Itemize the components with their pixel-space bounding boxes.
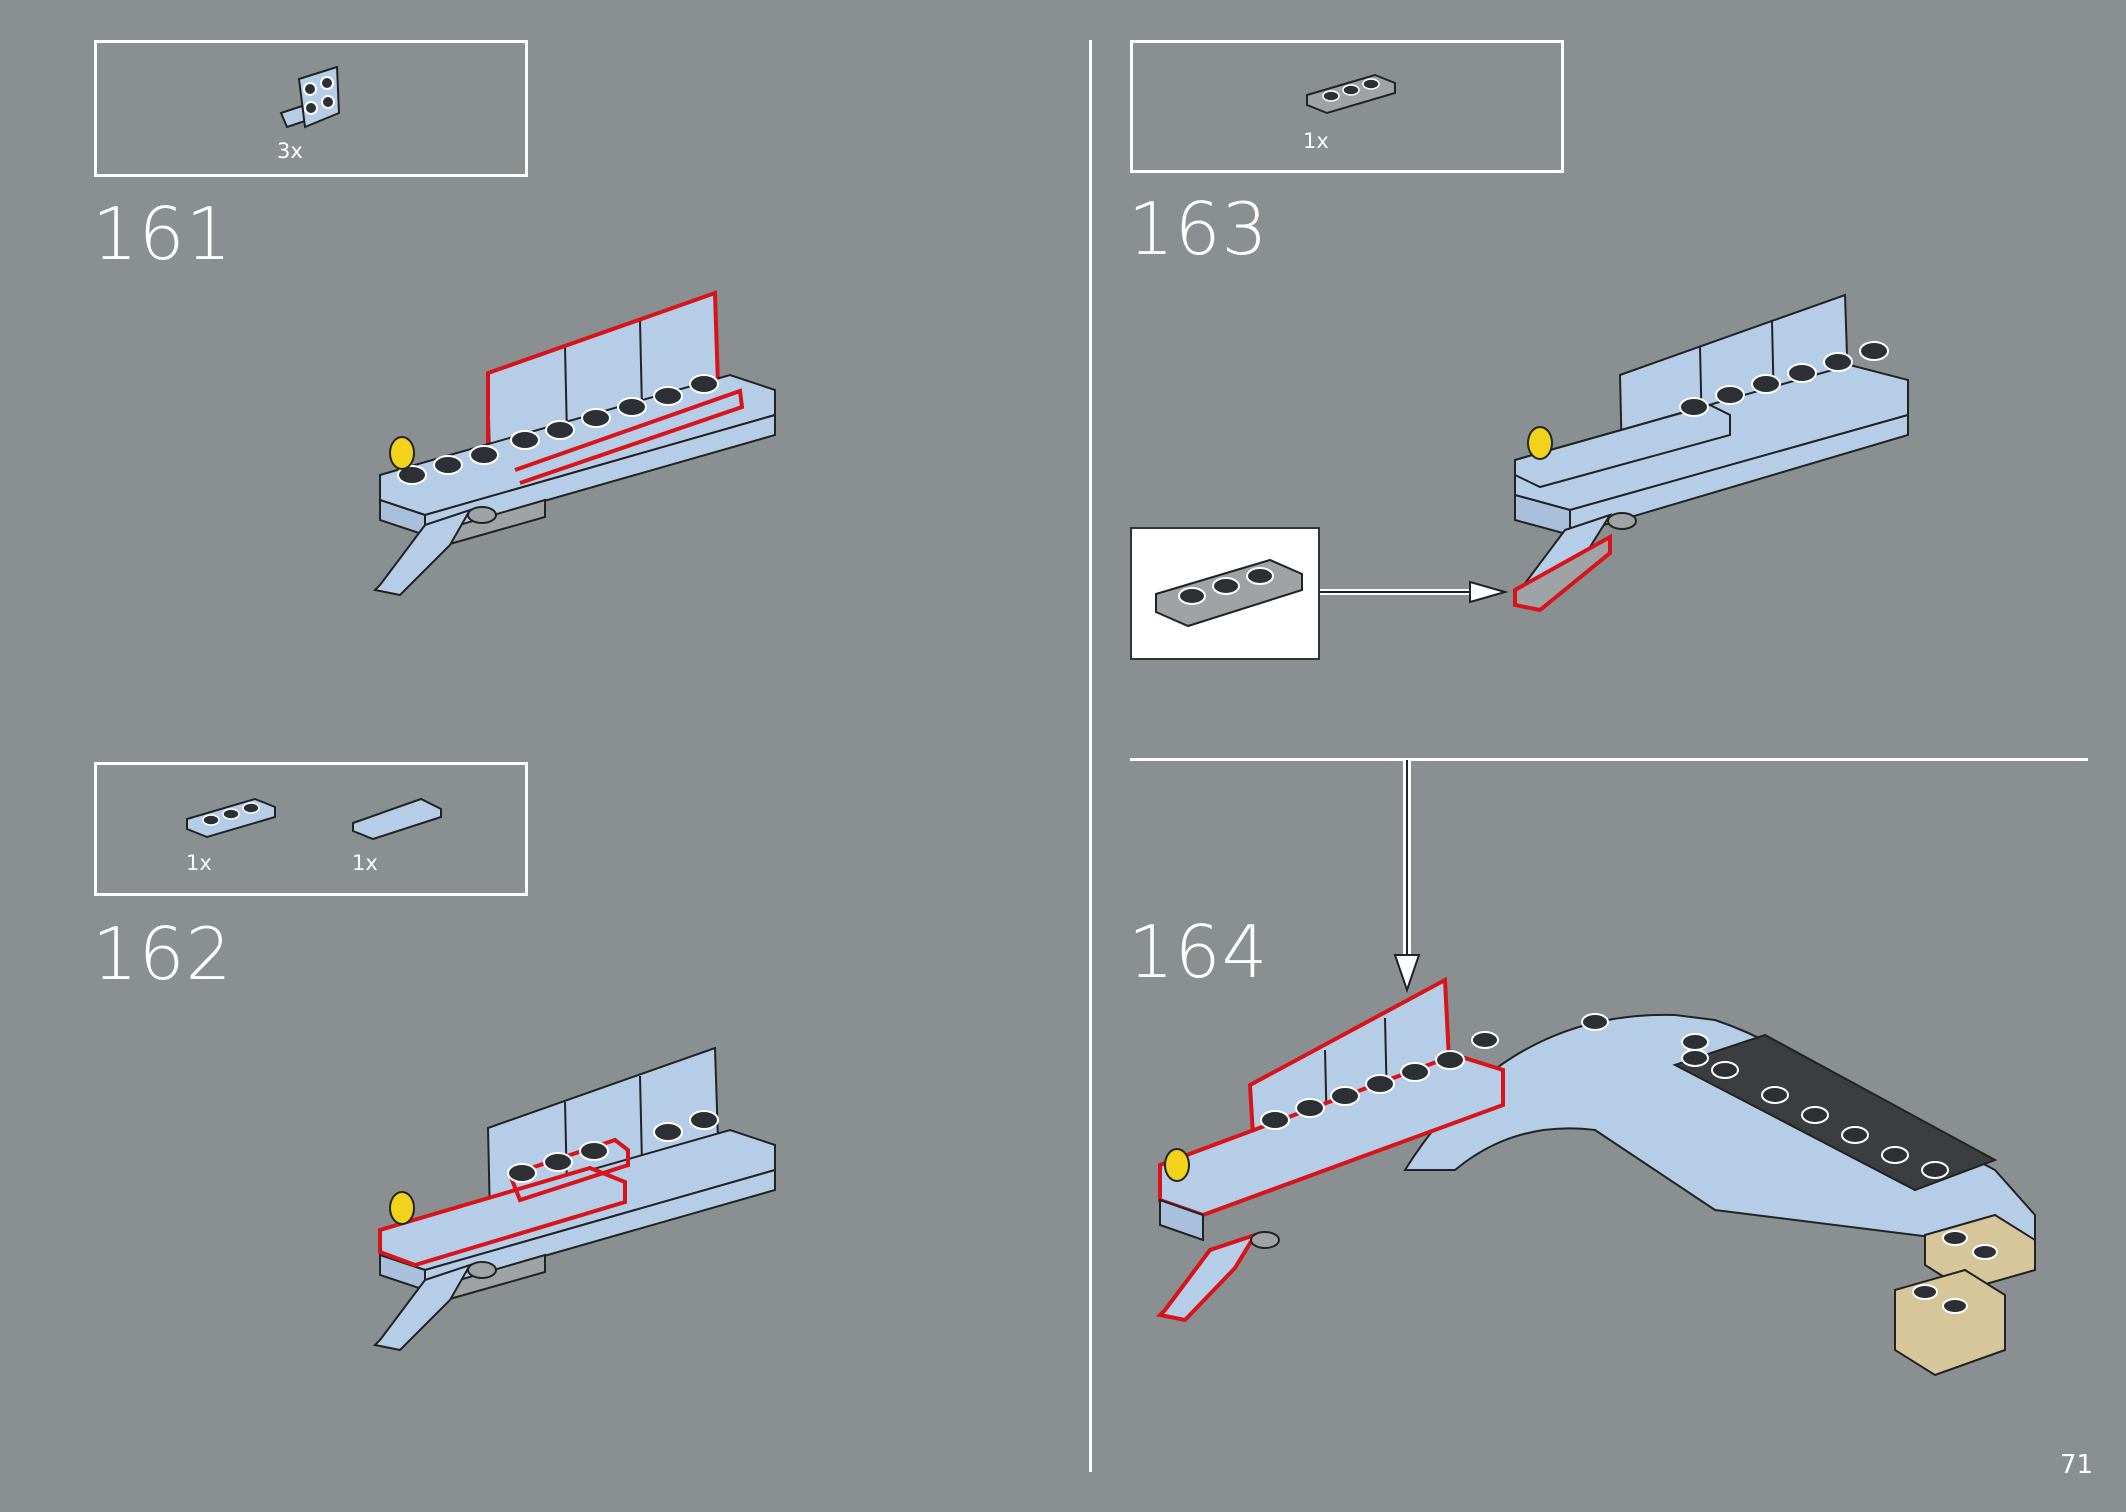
plate-1x3-gray-callout-icon bbox=[1155, 558, 1303, 628]
parts-box-step-162: 1x 1x bbox=[94, 762, 528, 896]
part-qty: 1x bbox=[352, 851, 378, 875]
bracket-2x2-part-icon bbox=[279, 65, 341, 129]
step-divider bbox=[1130, 758, 2088, 761]
tile-1x3-part-icon bbox=[352, 797, 442, 841]
plate-1x3-part-icon bbox=[186, 797, 276, 839]
page-number: 71 bbox=[2060, 1450, 2094, 1480]
parts-box-step-163: 1x bbox=[1130, 40, 1564, 173]
assembly-illustration-step-164 bbox=[1155, 976, 2036, 1377]
down-arrow bbox=[1393, 760, 1421, 994]
assembly-illustration-step-161 bbox=[372, 290, 776, 597]
assembly-illustration-step-162 bbox=[372, 1046, 776, 1352]
step-number-161: 161 bbox=[92, 192, 233, 276]
part-qty: 1x bbox=[186, 851, 212, 875]
callout-box-step-163 bbox=[1130, 527, 1320, 660]
parts-box-step-161: 3x bbox=[94, 40, 528, 177]
step-number-162: 162 bbox=[92, 912, 233, 996]
part-qty: 1x bbox=[1303, 129, 1329, 153]
callout-arrow bbox=[1320, 580, 1509, 604]
page-center-divider bbox=[1089, 40, 1092, 1472]
plate-1x3-gray-part-icon bbox=[1306, 73, 1396, 115]
step-number-163: 163 bbox=[1128, 187, 1269, 271]
step-number-164: 164 bbox=[1128, 910, 1269, 994]
assembly-illustration-step-163 bbox=[1513, 293, 1909, 613]
part-qty: 3x bbox=[277, 139, 303, 163]
